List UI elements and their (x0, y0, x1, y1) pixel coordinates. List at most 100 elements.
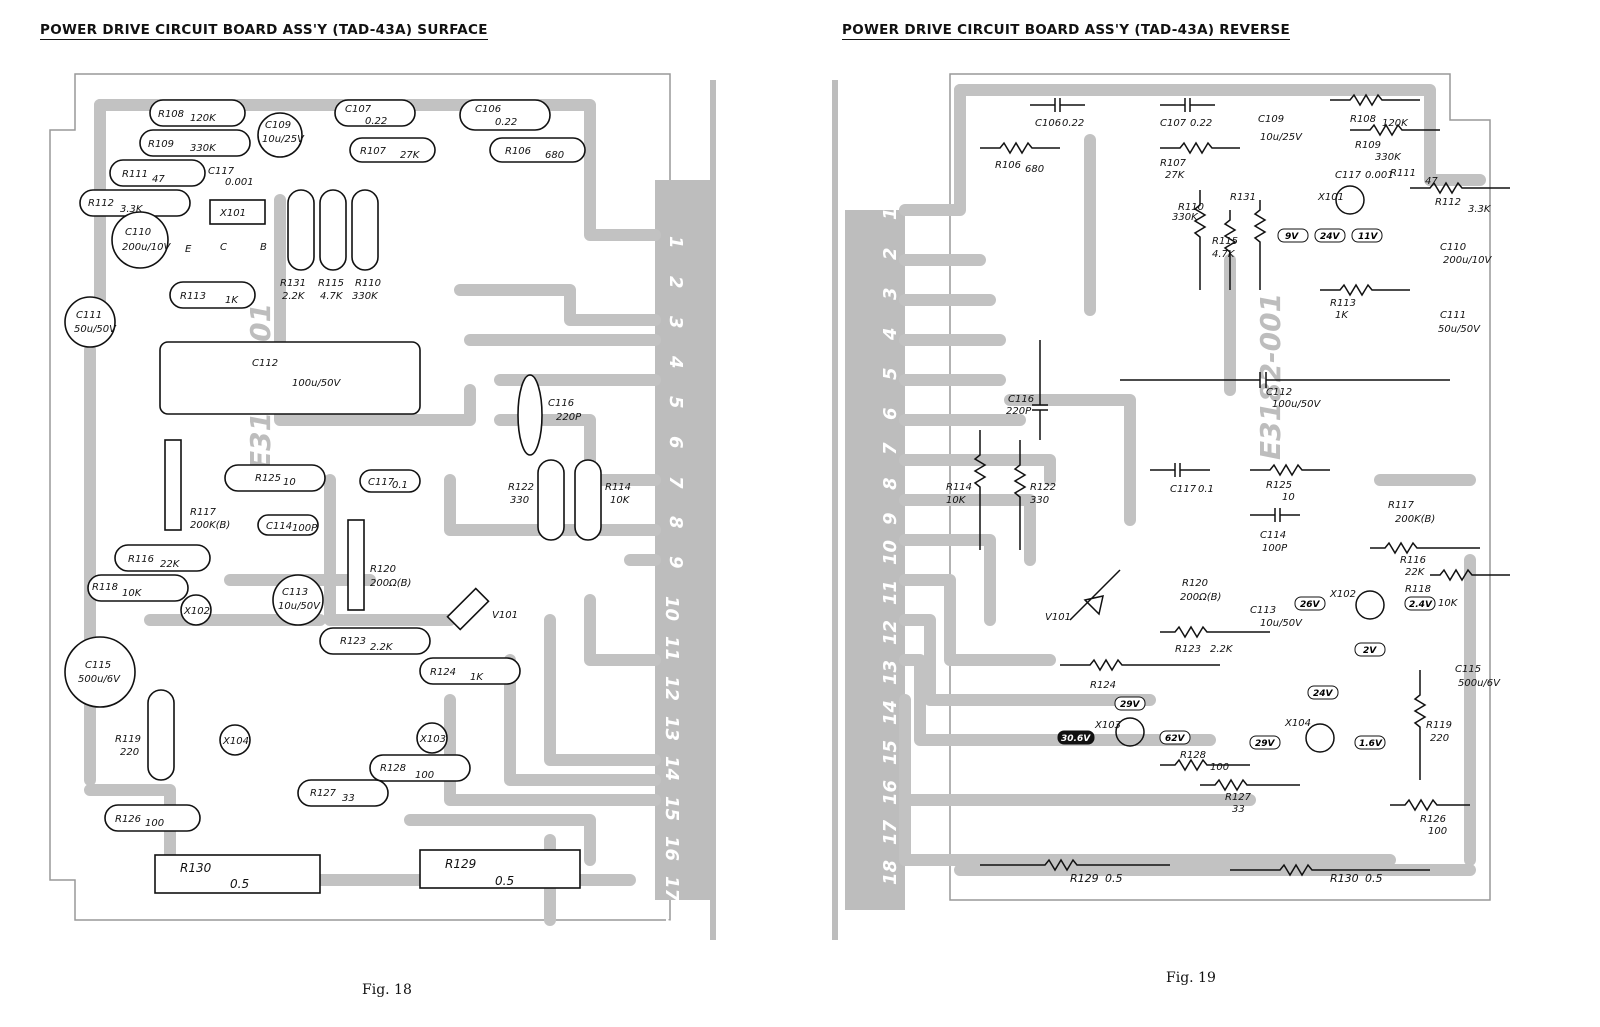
v101-label: V101 (1045, 612, 1071, 623)
x103-label: X103 (419, 734, 446, 745)
r113-value: 1K (1335, 310, 1349, 321)
r126-value: 100 (1428, 826, 1447, 837)
r114-value: 10K (610, 495, 631, 506)
r122-symbol (1013, 440, 1027, 550)
c117b-symbol (1150, 463, 1210, 477)
r130-symbol (1230, 863, 1430, 877)
c109-label: C109 (265, 120, 291, 131)
r126-label: R126 (1420, 814, 1446, 825)
c107-label: C107 (345, 104, 372, 115)
c112-value: 100u/50V (292, 378, 342, 389)
c106-value: 0.22 (1062, 118, 1084, 129)
c107-body (334, 99, 416, 127)
r129-body (419, 849, 581, 889)
r128-symbol (1160, 758, 1250, 772)
c117-value: 0.001 (225, 177, 254, 188)
voltage-tag: 30.6V (1061, 734, 1091, 744)
figure-18-surface: POWER DRIVE CIRCUIT BOARD ASS'Y (TAD-43A… (0, 0, 790, 1027)
r111-label: R111 (1390, 168, 1416, 179)
edge-connector (845, 210, 905, 910)
voltage-tag: 24V (1313, 689, 1334, 699)
x101-label: X101 (1317, 192, 1344, 203)
r118-label: R118 (1405, 584, 1431, 595)
r106-label: R106 (995, 160, 1021, 171)
v101-label: V101 (492, 610, 518, 621)
r120-body (347, 519, 365, 611)
r128-label: R128 (1180, 750, 1206, 761)
pin-9: 9 (880, 512, 901, 525)
r107-value: 27K (400, 150, 421, 161)
figure-19-caption: Fig. 19 (1166, 970, 1216, 986)
r109-value: 330K (190, 143, 217, 154)
c112-body (159, 341, 421, 415)
r117-label: R117 (1388, 500, 1415, 511)
c116-value: 220P (1006, 406, 1032, 417)
pin-18: 18 (880, 860, 901, 885)
c117-label: C117 (1335, 170, 1362, 181)
x101-symbol (1335, 185, 1365, 215)
c115-value: 500u/6V (78, 674, 121, 685)
connector-pins: 1 2 3 4 5 6 7 8 9 10 11 12 13 14 15 16 1… (661, 236, 686, 941)
r123-label: R123 (1175, 644, 1201, 655)
r125-label: R125 (1266, 480, 1292, 491)
edge-connector (655, 180, 715, 900)
board-outline (949, 73, 1491, 901)
c114-symbol (1250, 508, 1300, 522)
c109-body (257, 112, 303, 158)
c113-label: C113 (1250, 605, 1276, 616)
r110-label: R110 (1178, 202, 1204, 213)
r122-label: R122 (508, 482, 534, 493)
r119-value: 220 (120, 747, 139, 758)
c111-value: 50u/50V (1438, 324, 1481, 335)
r130-label: R130 (180, 861, 212, 875)
r107-body (349, 137, 436, 163)
r123-body (319, 627, 431, 655)
r106-body (489, 137, 586, 163)
r108-value: 120K (1382, 118, 1409, 129)
x102-label: X102 (1329, 589, 1356, 600)
c112-label: C112 (252, 358, 278, 369)
pin-5: 5 (665, 396, 686, 409)
r123-value: 2.2K (370, 642, 394, 653)
r116-label: R116 (128, 554, 154, 565)
r127-body (297, 779, 389, 807)
c109-value: 10u/25V (262, 134, 305, 145)
voltage-tag: 26V (1300, 600, 1321, 610)
r127-label: R127 (1225, 792, 1252, 803)
r113-label: R113 (180, 291, 206, 302)
r127-label: R127 (310, 788, 337, 799)
pin-13: 13 (880, 660, 901, 685)
c115-label: C115 (1455, 664, 1481, 675)
voltage-tag: 1.6V (1359, 739, 1383, 749)
figure-19-reverse: POWER DRIVE CIRCUIT BOARD ASS'Y (TAD-43A… (820, 0, 1600, 1027)
r124-label: R124 (430, 667, 456, 678)
r115-value: 4.7K (1212, 249, 1236, 260)
r126-label: R126 (115, 814, 141, 825)
r118-value: 10K (1438, 598, 1459, 609)
c110-value: 200u/10V (1443, 255, 1493, 266)
r111-label: R111 (122, 169, 148, 180)
pin-16: 16 (661, 836, 682, 861)
c117-label: C117 (208, 166, 235, 177)
r129-value: 0.5 (1105, 872, 1123, 885)
c114-body (257, 514, 319, 536)
r127-value: 33 (342, 793, 355, 804)
r117-label: R117 (190, 507, 217, 518)
terminal-e: E (185, 244, 192, 255)
r124-label: R124 (1090, 680, 1116, 691)
component-labels: R108 120K R109 330K C109 10u/25V C107 0.… (74, 104, 631, 891)
r130-value: 0.5 (1365, 872, 1383, 885)
c116-body (517, 374, 543, 456)
c106-label: C106 (1035, 118, 1061, 129)
pin-15: 15 (661, 796, 682, 821)
r128-body (369, 754, 471, 782)
r111-value: 47 (152, 174, 165, 185)
x104-label: X104 (222, 736, 249, 747)
board-stamp: E3182-001 (1254, 293, 1287, 460)
pin-16: 16 (880, 780, 901, 805)
c117-value: 0.001 (1365, 170, 1394, 181)
v101-symbol (1069, 569, 1121, 621)
r118-symbol (1430, 568, 1510, 582)
c111-value: 50u/50V (74, 324, 117, 335)
c114-label: C114 (1260, 530, 1286, 541)
